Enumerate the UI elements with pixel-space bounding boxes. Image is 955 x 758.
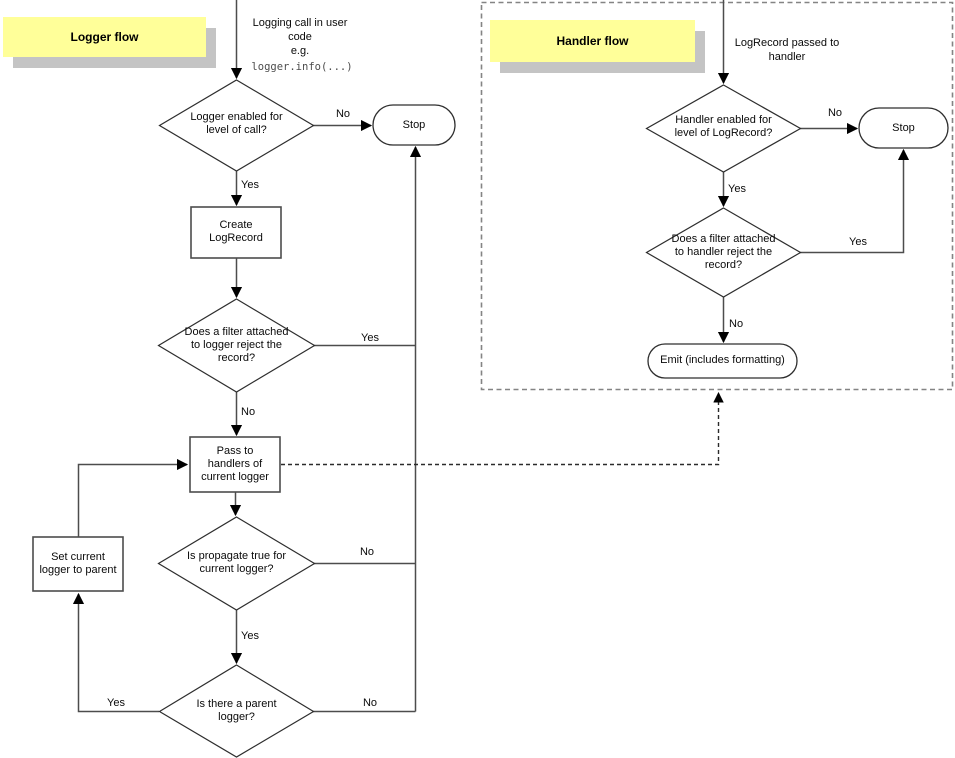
handler-filter-decision-label: Does a filter attached to handler reject…: [671, 233, 776, 271]
handler-flow-border: [480, 1, 954, 391]
parent-yes-label: Yes: [107, 697, 125, 709]
pass-to-handlers-label: Pass to handlers of current logger: [201, 445, 269, 483]
propagate-decision-label: Is propagate true for current logger?: [186, 550, 287, 575]
logger-level-decision-label: Logger enabled for level of call?: [190, 111, 283, 136]
emit-terminator: [647, 343, 798, 379]
parent-decision-label: Is there a parent logger?: [196, 698, 277, 723]
set-current-logger-label: Set current logger to parent: [39, 551, 117, 576]
handler-flow-title: Handler flow: [556, 34, 629, 48]
create-logrecord-label: Create LogRecord: [209, 219, 263, 244]
handler-stop-label: Stop: [892, 122, 915, 134]
pass-to-handlers-box: [189, 436, 281, 493]
handler-level-no-label: No: [827, 107, 843, 119]
logger-entry-label: Logging call in user code e.g.: [252, 17, 348, 57]
propagate-yes-label: Yes: [241, 630, 259, 642]
logger-stop-terminator: [372, 104, 456, 146]
propagate-no-label: No: [359, 546, 375, 558]
setparent-to-pass-arrow: [77, 458, 189, 537]
handler-level-decision-diamond: [645, 84, 802, 173]
create-logrecord-box: [190, 206, 282, 259]
parent-no-label: No: [362, 697, 378, 709]
handler-flow-title-note: Handler flow: [490, 20, 695, 62]
logger-filter-decision-diamond: [157, 298, 316, 393]
logger-filter-yes-label: Yes: [361, 332, 379, 344]
handler-filter-yes-label: Yes: [849, 236, 867, 248]
logger-level-no-label: No: [335, 108, 351, 120]
logger-level-yes-label: Yes: [241, 179, 259, 191]
handler-filter-decision-diamond: [645, 207, 802, 298]
handler-level-yes-label: Yes: [728, 183, 746, 195]
logger-filter-no-label: No: [241, 406, 256, 418]
handler-filter-yes-arrow: [800, 148, 910, 254]
pass-to-handler-dashed-arrow: [281, 391, 724, 466]
emit-label: Emit (includes formatting): [660, 354, 785, 366]
handler-filter-no-label: No: [729, 318, 744, 330]
parent-yes-arrow: [72, 592, 159, 713]
logger-stop-label: Stop: [402, 119, 426, 131]
handler-level-decision-label: Handler enabled for level of LogRecord?: [674, 114, 773, 139]
logger-flow-title-note: Logger flow: [3, 17, 206, 57]
parent-decision-diamond: [158, 664, 315, 758]
handler-entry-label: LogRecord passed to handler: [734, 37, 840, 63]
logger-flow-title: Logger flow: [70, 30, 139, 44]
propagate-decision-diamond: [157, 516, 316, 611]
logger-filter-decision-label: Does a filter attached to logger reject …: [184, 326, 289, 364]
handler-stop-terminator: [858, 107, 949, 149]
set-current-logger-box: [32, 536, 124, 592]
logger-entry-code: logger.info(...): [251, 61, 353, 73]
logger-level-decision-diamond: [158, 79, 315, 172]
